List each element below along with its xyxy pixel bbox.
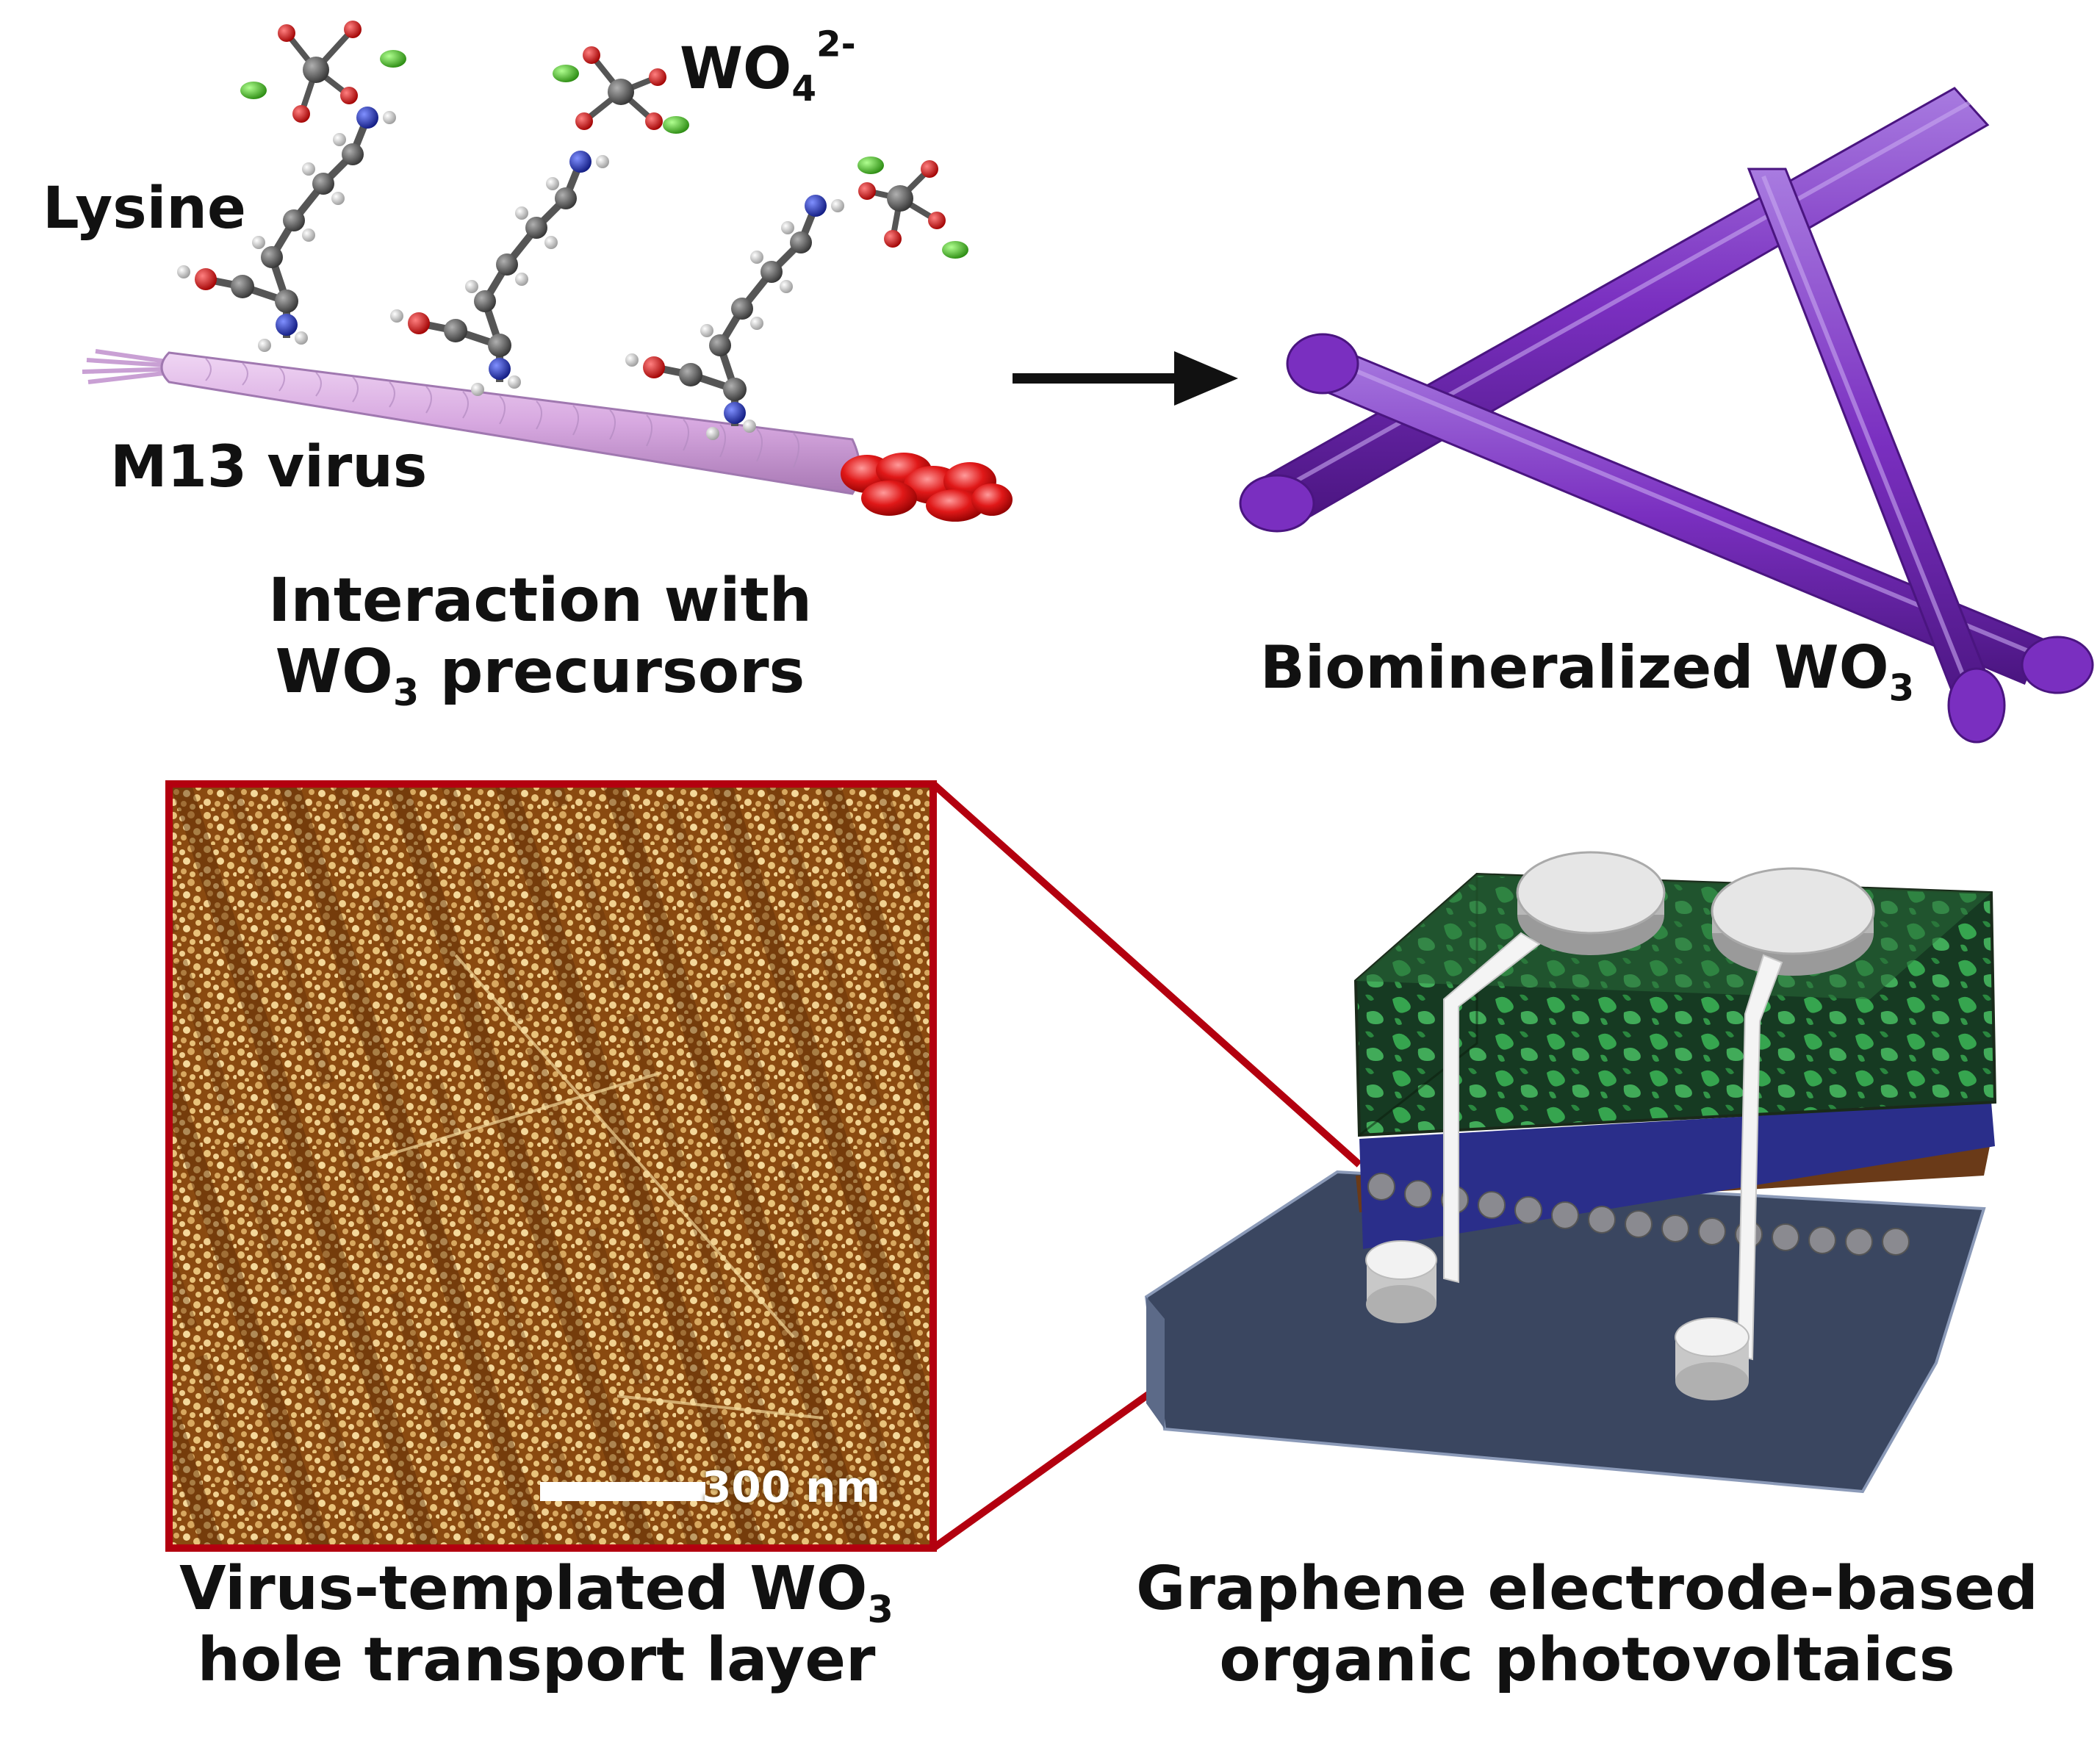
opv-device-illustration xyxy=(1144,851,1997,1494)
wo4-label: WO42- xyxy=(680,24,856,109)
interaction-caption: Interaction with WO3 precursors xyxy=(206,566,874,714)
top-electrode xyxy=(1711,867,1875,976)
lysine-label: Lysine xyxy=(43,176,246,242)
top-electrode xyxy=(1516,851,1666,955)
afm-image xyxy=(165,780,937,1552)
biomineralized-wo3-rods xyxy=(1239,87,2094,744)
lysine-molecule xyxy=(625,195,844,440)
graphene-opv-caption-line1: Graphene electrode-based xyxy=(1136,1554,2038,1624)
wire xyxy=(1443,932,1783,1361)
virus-tip xyxy=(841,453,1013,522)
biomineralized-caption: Biomineralized WO3 xyxy=(1259,633,1915,710)
lysine-molecule xyxy=(177,107,396,352)
virus-templated-caption-line2: hole transport layer xyxy=(197,1625,876,1695)
interaction-caption-line2: WO3 precursors xyxy=(275,636,805,714)
graphene-opv-caption-line2: organic photovoltaics xyxy=(1219,1625,1955,1695)
interaction-caption-line1: Interaction with xyxy=(267,566,813,636)
wo4-ion xyxy=(240,21,406,123)
virus-templated-caption: Virus-templated WO3 hole transport layer xyxy=(110,1554,963,1697)
scalebar-label: 300 nm xyxy=(702,1462,880,1512)
wo4-ion xyxy=(553,46,689,134)
m13-virus-illustration xyxy=(82,21,1013,522)
process-arrow xyxy=(1013,351,1238,406)
wo4-ion xyxy=(857,156,968,259)
graphene-opv-caption: Graphene electrode-based organic photovo… xyxy=(1073,1554,2100,1697)
m13-virus-label: M13 virus xyxy=(110,434,428,500)
bottom-pad xyxy=(1365,1240,1437,1323)
virus-templated-caption-line1: Virus-templated WO3 xyxy=(179,1554,893,1631)
bottom-pad xyxy=(1675,1317,1750,1400)
lysine-molecule xyxy=(390,151,609,396)
rod xyxy=(1747,168,2006,744)
